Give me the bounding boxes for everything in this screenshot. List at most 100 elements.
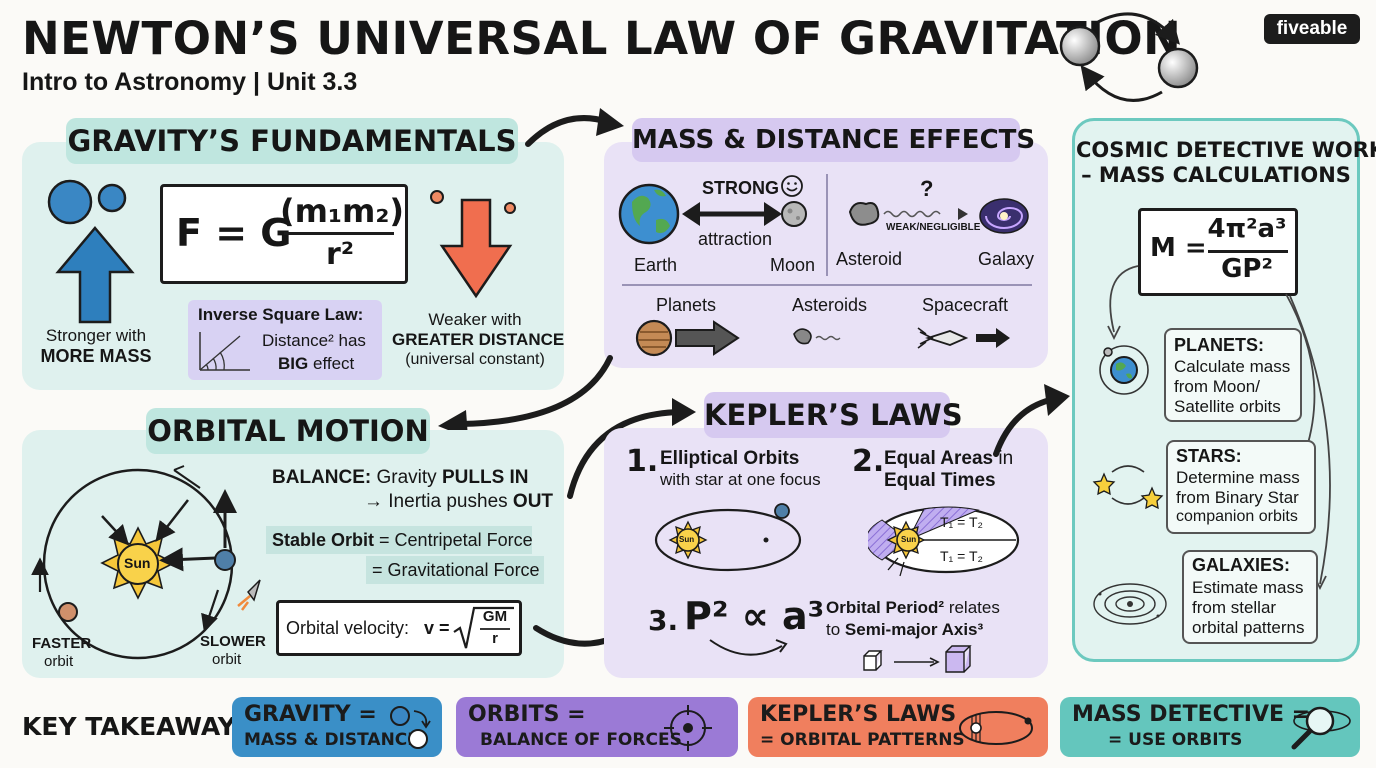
grav-force-eq: = Gravitational Force bbox=[372, 560, 540, 580]
slower-label: SLOWER bbox=[200, 633, 266, 650]
earth-moon-icon bbox=[618, 183, 807, 245]
ellipse-orbit-icon bbox=[654, 503, 802, 572]
balance-gravity: Gravity bbox=[376, 467, 437, 488]
orbit-cycle-icon bbox=[1059, 12, 1199, 102]
planet-moon-orbit-icon bbox=[1099, 345, 1149, 395]
law3-line2b: Semi-major Axis³ bbox=[844, 620, 984, 639]
planets-card-line3: Satellite orbits bbox=[1174, 397, 1281, 416]
balance-label: BALANCE: bbox=[272, 467, 372, 488]
law2-equal-times-1: T₁ = T₂ bbox=[940, 514, 983, 530]
formula-denominator: r² bbox=[326, 237, 354, 272]
asteroids-label: Asteroids bbox=[792, 295, 868, 315]
inertia-label: → Inertia pushes bbox=[364, 491, 508, 512]
fundamentals-heading: GRAVITY’S FUNDAMENTALS bbox=[66, 118, 518, 164]
flow-arrow-icon bbox=[993, 384, 1070, 457]
law1-title: Elliptical Orbits bbox=[660, 448, 800, 469]
law2-title-b: in bbox=[998, 448, 1014, 469]
galaxies-card-line2: from stellar bbox=[1192, 598, 1277, 617]
takeaway-kepler-line1: KEPLER’S LAWS bbox=[760, 702, 957, 727]
out-label: OUT bbox=[512, 491, 554, 512]
sun-label: Sun bbox=[124, 555, 151, 571]
attraction-label: attraction bbox=[698, 229, 773, 249]
takeaway-mass-line1: MASS DETECTIVE = bbox=[1072, 702, 1311, 727]
inverse-square-graph-icon bbox=[199, 332, 250, 371]
stable-orbit-eq: = Centripetal Force bbox=[379, 530, 533, 550]
planets-card bbox=[1164, 328, 1302, 422]
law3-line1b: relates bbox=[948, 598, 1000, 617]
takeaway-gravity-line1: GRAVITY = bbox=[244, 702, 377, 727]
inverse-square-box bbox=[188, 300, 382, 380]
takeaway-mass-line2: = USE ORBITS bbox=[1108, 730, 1243, 750]
planets-card-line1: Calculate mass bbox=[1174, 357, 1291, 376]
inverse-square-title: Inverse Square Law: bbox=[198, 305, 364, 324]
divider bbox=[622, 284, 1032, 286]
law3-line2a: to bbox=[826, 620, 841, 639]
stable-orbit-label: Stable Orbit bbox=[272, 530, 375, 550]
spiral-galaxy-icon bbox=[1093, 583, 1167, 625]
law2-equal-times-2: T₁ = T₂ bbox=[940, 548, 983, 564]
distance-down-arrow-icon bbox=[430, 190, 516, 299]
asteroid-galaxy-icon bbox=[848, 198, 1029, 234]
inverse-square-effect: effect bbox=[313, 354, 355, 373]
formula-lhs: F = G bbox=[176, 211, 292, 255]
flow-arrow-icon bbox=[525, 108, 624, 147]
equal-areas-icon bbox=[868, 506, 1020, 577]
takeaway-kepler: KEPLER’S LAWS = ORBITAL PATTERNS bbox=[748, 697, 1048, 757]
faster-orbit-label: orbit bbox=[44, 653, 74, 670]
binary-star-icon bbox=[1092, 465, 1164, 510]
stronger-text: Stronger with bbox=[45, 326, 147, 345]
stars-card-line1: Determine mass bbox=[1176, 468, 1300, 487]
law1-number: 1. bbox=[626, 444, 659, 479]
magnifying-glass-icon bbox=[1291, 706, 1351, 750]
curve-arrow-icon bbox=[709, 639, 788, 656]
takeaway-gravity-line2: MASS & DISTANCE bbox=[244, 730, 419, 750]
planet-asteroid-spacecraft-icon bbox=[635, 319, 1010, 357]
takeaway-mass: MASS DETECTIVE = = USE ORBITS bbox=[1060, 697, 1360, 757]
stable-orbit-highlight bbox=[266, 526, 532, 554]
mass-formula-numerator: 4π²a³ bbox=[1207, 214, 1287, 244]
galaxy-label: Galaxy bbox=[978, 249, 1035, 269]
law3-line1a: Orbital Period² bbox=[826, 598, 945, 617]
divider bbox=[826, 174, 828, 276]
stars-card-line3: companion orbits bbox=[1176, 508, 1298, 525]
takeaway-kepler-line2: = ORBITAL PATTERNS bbox=[760, 730, 965, 750]
weak-label: WEAK/NEGLIGIBLE bbox=[886, 222, 981, 233]
takeaway-orbits: ORBITS = BALANCE OF FORCES bbox=[456, 697, 738, 757]
velocity-v: v = bbox=[424, 618, 450, 638]
cube-growth-icon bbox=[863, 645, 972, 673]
inertia-line: → Inertia pushes OUT bbox=[364, 491, 553, 513]
cosmic-heading-line1: COSMIC DETECTIVE WORK bbox=[1076, 138, 1376, 162]
galaxies-card-title: GALAXIES: bbox=[1192, 555, 1291, 575]
pulls-in-label: PULLS IN bbox=[441, 467, 529, 488]
law2-title-c: Equal Times bbox=[884, 470, 996, 491]
weaker-emphasis: GREATER DISTANCE bbox=[392, 330, 565, 349]
inverse-square-big: BIG bbox=[278, 354, 309, 373]
slower-orbit-label: orbit bbox=[212, 651, 242, 668]
law3-formula: P² ∝ a³ bbox=[684, 594, 825, 638]
balance-line: BALANCE: Gravity PULLS IN bbox=[272, 467, 529, 489]
asteroid-label: Asteroid bbox=[836, 249, 903, 269]
faster-label: FASTER bbox=[32, 635, 92, 652]
stars-card bbox=[1166, 440, 1316, 534]
balance-forces-icon bbox=[664, 705, 712, 751]
formula-numerator: (m₁m₂) bbox=[280, 192, 404, 230]
spacecraft-label: Spacecraft bbox=[922, 295, 1009, 315]
galaxies-card-line1: Estimate mass bbox=[1192, 578, 1304, 597]
kepler-heading: KEPLER’S LAWS bbox=[704, 392, 963, 438]
weaker-note: (universal constant) bbox=[405, 351, 545, 368]
law1-subtitle: with star at one focus bbox=[660, 470, 821, 489]
galaxies-card-line3: orbital patterns bbox=[1192, 618, 1305, 637]
takeaway-orbits-line1: ORBITS = bbox=[468, 702, 586, 727]
question-mark: ? bbox=[920, 176, 934, 201]
stars-card-title: STARS: bbox=[1176, 446, 1242, 466]
velocity-formula-box bbox=[276, 600, 522, 656]
takeaways-label: KEY TAKEAWAYS bbox=[22, 712, 254, 741]
velocity-numerator: GM bbox=[482, 608, 508, 625]
planets-card-title: PLANETS: bbox=[1174, 335, 1264, 355]
sqrt-sign-icon bbox=[453, 606, 514, 649]
law2-title-a: Equal Areas bbox=[884, 448, 994, 469]
mass-formula-denominator: GP² bbox=[1221, 254, 1273, 284]
takeaway-orbits-line2: BALANCE OF FORCES bbox=[480, 730, 682, 750]
law2-sun-label: Sun bbox=[901, 535, 917, 544]
page-title: NEWTON’S UNIVERSAL LAW OF GRAVITATION bbox=[22, 12, 1182, 65]
